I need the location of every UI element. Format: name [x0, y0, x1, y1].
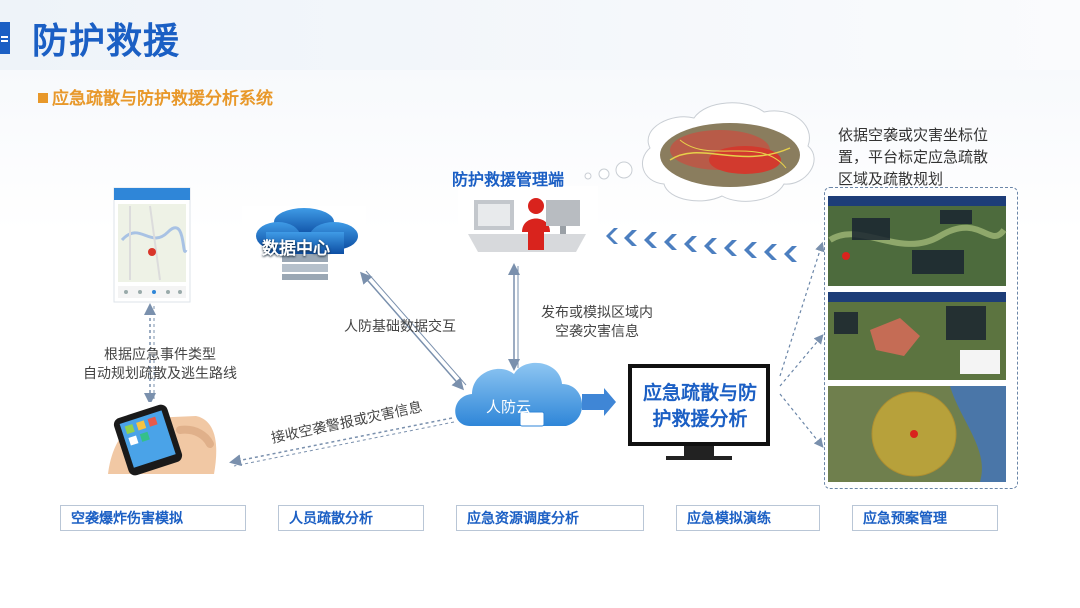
module-evacuation-analysis[interactable]: 人员疏散分析 — [278, 505, 424, 531]
data-center-label: 数据中心 — [262, 239, 330, 259]
map-screenshot-2 — [828, 292, 1006, 380]
module-emergency-drill[interactable]: 应急模拟演练 — [676, 505, 820, 531]
menu-icon — [0, 22, 10, 54]
data-center-image — [242, 206, 366, 284]
chevron-flow-arrows — [606, 228, 797, 262]
publish-info-label: 发布或模拟区域内 空袭灾害信息 — [522, 304, 672, 342]
route-label-line-1: 根据应急事件类型 — [104, 347, 216, 363]
map-results-panel — [824, 187, 1018, 489]
module-plan-management[interactable]: 应急预案管理 — [852, 505, 998, 531]
data-exchange-label: 人防基础数据交互 — [344, 319, 456, 335]
square-bullet-icon — [38, 93, 48, 103]
heatmap-bubble — [584, 102, 815, 202]
header: 防护救援 — [0, 0, 1080, 70]
page-title: 防护救援 — [32, 21, 181, 62]
monitor-label: 应急疏散与防护救援分析 — [642, 382, 757, 430]
section-subtitle: 应急疏散与防护救援分析系统 — [38, 84, 273, 109]
annotation-line-1: 依据空袭或灾害坐标位 — [838, 126, 989, 144]
mobile-map-app — [113, 187, 191, 303]
annotation-line-3: 区域及疏散规划 — [838, 170, 944, 188]
management-terminal-title: 防护救援管理端 — [452, 170, 565, 189]
module-air-raid-damage[interactable]: 空袭爆炸伤害模拟 — [60, 505, 246, 531]
map-screenshot-1 — [828, 196, 1007, 286]
analysis-monitor — [618, 350, 780, 468]
annotation-line-2: 置，平台标定应急疏散 — [838, 148, 989, 166]
smartphone-hand-image — [102, 402, 222, 476]
flow-arrow-icon — [582, 388, 616, 416]
module-resource-dispatch[interactable]: 应急资源调度分析 — [456, 505, 644, 531]
coordinate-annotation: 依据空袭或灾害坐标位 置，平台标定应急疏散 区域及疏散规划 — [838, 124, 1028, 190]
cloud-label: 人防云 — [486, 398, 532, 416]
route-label-line-2: 自动规划疏散及逃生路线 — [83, 366, 237, 382]
subtitle-text: 应急疏散与防护救援分析系统 — [52, 89, 273, 109]
workstation-image — [458, 186, 598, 262]
cloud-platform-icon — [455, 362, 583, 427]
publish-label-line-1: 发布或模拟区域内 — [541, 305, 653, 321]
publish-label-line-2: 空袭灾害信息 — [555, 324, 639, 340]
route-planning-label: 根据应急事件类型 自动规划疏散及逃生路线 — [60, 346, 260, 384]
map-screenshot-3 — [828, 386, 1006, 482]
